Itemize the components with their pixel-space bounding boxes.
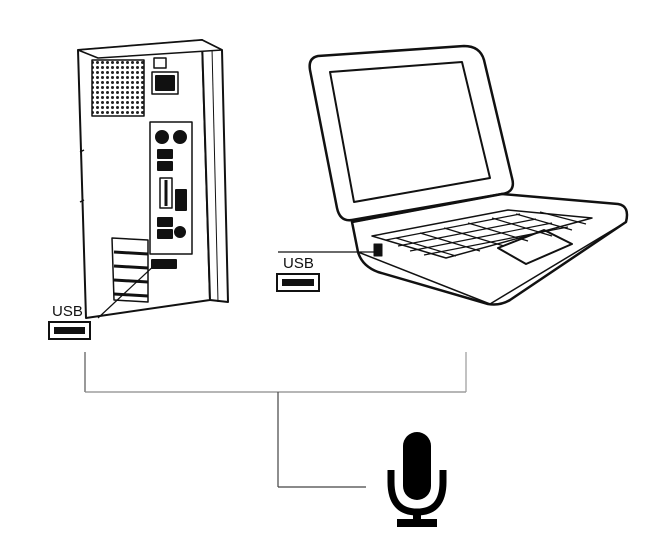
desktop-usb-label: USB: [52, 303, 83, 320]
connection-cable: [84, 352, 467, 488]
laptop-usb-label: USB: [283, 255, 314, 272]
laptop-icon: [308, 44, 629, 306]
desktop-usb-port-icon: [48, 321, 91, 340]
microphone-icon: [387, 432, 447, 527]
desktop-tower-icon: [77, 39, 229, 319]
laptop-usb-port-icon: [276, 273, 320, 292]
desktop-usb-leader-line: [97, 261, 159, 319]
